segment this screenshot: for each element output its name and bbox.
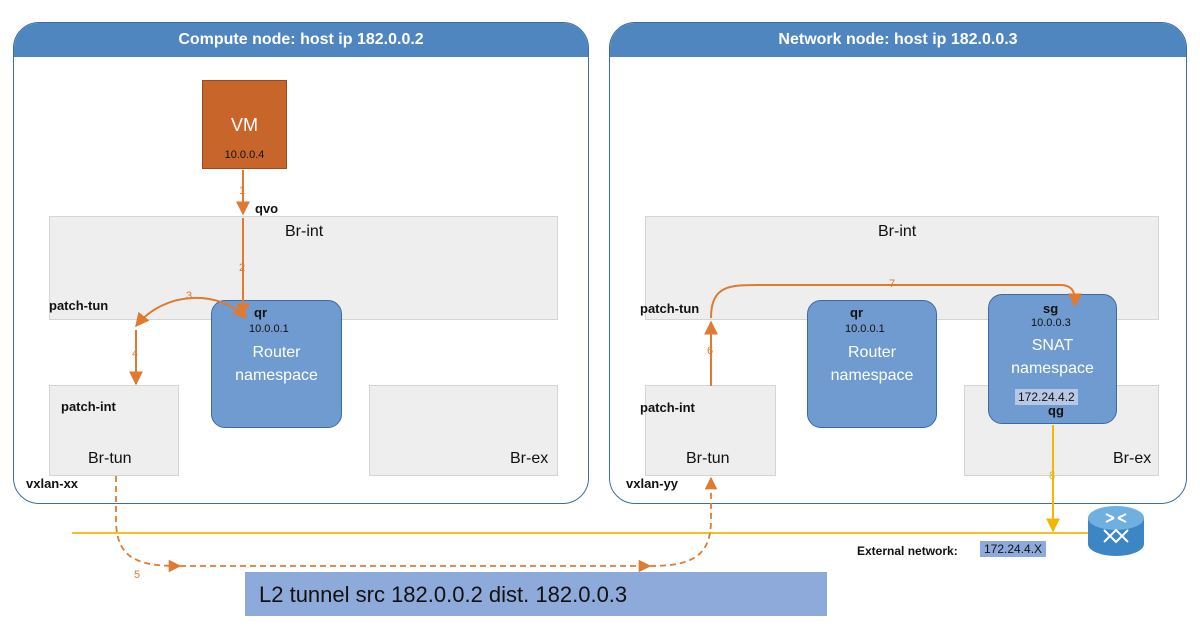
vm-box: VM 10.0.0.4 — [202, 80, 287, 169]
step-4-label: 4 — [132, 348, 139, 360]
step-7-label: 7 — [889, 278, 896, 290]
network-patch-tun-label: patch-tun — [640, 301, 700, 316]
compute-router-line1: Router — [252, 344, 301, 361]
snat-qg-port: qg — [1048, 403, 1064, 418]
snat-sg-port: sg — [1043, 301, 1059, 316]
flow-3 — [135, 297, 247, 328]
step-8-label: 8 — [1049, 470, 1056, 482]
network-br-tun-label: Br-tun — [686, 450, 730, 467]
step-1-label: 1 — [239, 185, 246, 197]
snat-external-ip: 172.24.4.2 — [1015, 389, 1078, 405]
compute-router-ip: 10.0.0.1 — [249, 323, 289, 335]
tunnel-label-box: L2 tunnel src 182.0.0.2 dist. 182.0.0.3 — [245, 572, 827, 616]
compute-br-tun: Br-tun — [49, 385, 179, 476]
network-router-namespace: qr 10.0.0.1 Router namespace — [807, 300, 937, 428]
compute-node-title: Compute node: host ip 182.0.0.2 — [14, 23, 588, 57]
flow-7 — [710, 284, 1082, 319]
tunnel-label-text: L2 tunnel src 182.0.0.2 dist. 182.0.0.3 — [259, 582, 628, 607]
network-router-ip: 10.0.0.1 — [845, 323, 885, 335]
network-br-ex-label: Br-ex — [1113, 450, 1152, 467]
network-router-line1: Router — [847, 344, 897, 361]
step-5-label: 5 — [134, 569, 141, 581]
router-icon — [1088, 506, 1144, 556]
snat-namespace: sg 10.0.0.3 SNAT namespace 172.24.4.2 qg — [988, 294, 1117, 424]
network-node-title: Network node: host ip 182.0.0.3 — [610, 23, 1186, 57]
compute-patch-int-label: patch-int — [61, 399, 116, 414]
step-3-label: 3 — [186, 290, 193, 302]
compute-qvo-label: qvo — [255, 201, 279, 216]
network-br-int-label: Br-int — [878, 223, 917, 240]
vm-label: VM — [231, 115, 258, 135]
external-network-label: External network: — [857, 544, 958, 558]
compute-br-int-label: Br-int — [285, 223, 324, 240]
compute-br-tun-label: Br-tun — [88, 450, 132, 467]
external-network-subnet: 172.24.4.X — [980, 541, 1047, 557]
network-router-qr-port: qr — [850, 305, 863, 320]
network-br-tun: Br-tun — [645, 385, 776, 476]
snat-line2: namespace — [1011, 360, 1094, 377]
compute-br-ex: Br-ex — [369, 385, 558, 476]
vm-ip: 10.0.0.4 — [224, 149, 265, 161]
compute-br-ex-label: Br-ex — [510, 450, 549, 467]
compute-vxlan-label: vxlan-xx — [26, 476, 79, 491]
network-router-line2: namespace — [830, 367, 914, 384]
snat-ip: 10.0.0.3 — [1031, 317, 1071, 329]
snat-line1: SNAT — [1031, 337, 1074, 354]
compute-router-line2: namespace — [235, 367, 318, 384]
flow-5c — [649, 476, 718, 567]
network-vxlan-label: vxlan-yy — [626, 476, 679, 491]
step-2-label: 2 — [239, 262, 246, 274]
step-6-label: 6 — [707, 345, 714, 357]
flow-5 — [115, 476, 182, 573]
compute-patch-tun-label: patch-tun — [49, 298, 109, 313]
network-patch-int-label: patch-int — [640, 400, 695, 415]
compute-router-qr-port: qr — [254, 305, 267, 320]
